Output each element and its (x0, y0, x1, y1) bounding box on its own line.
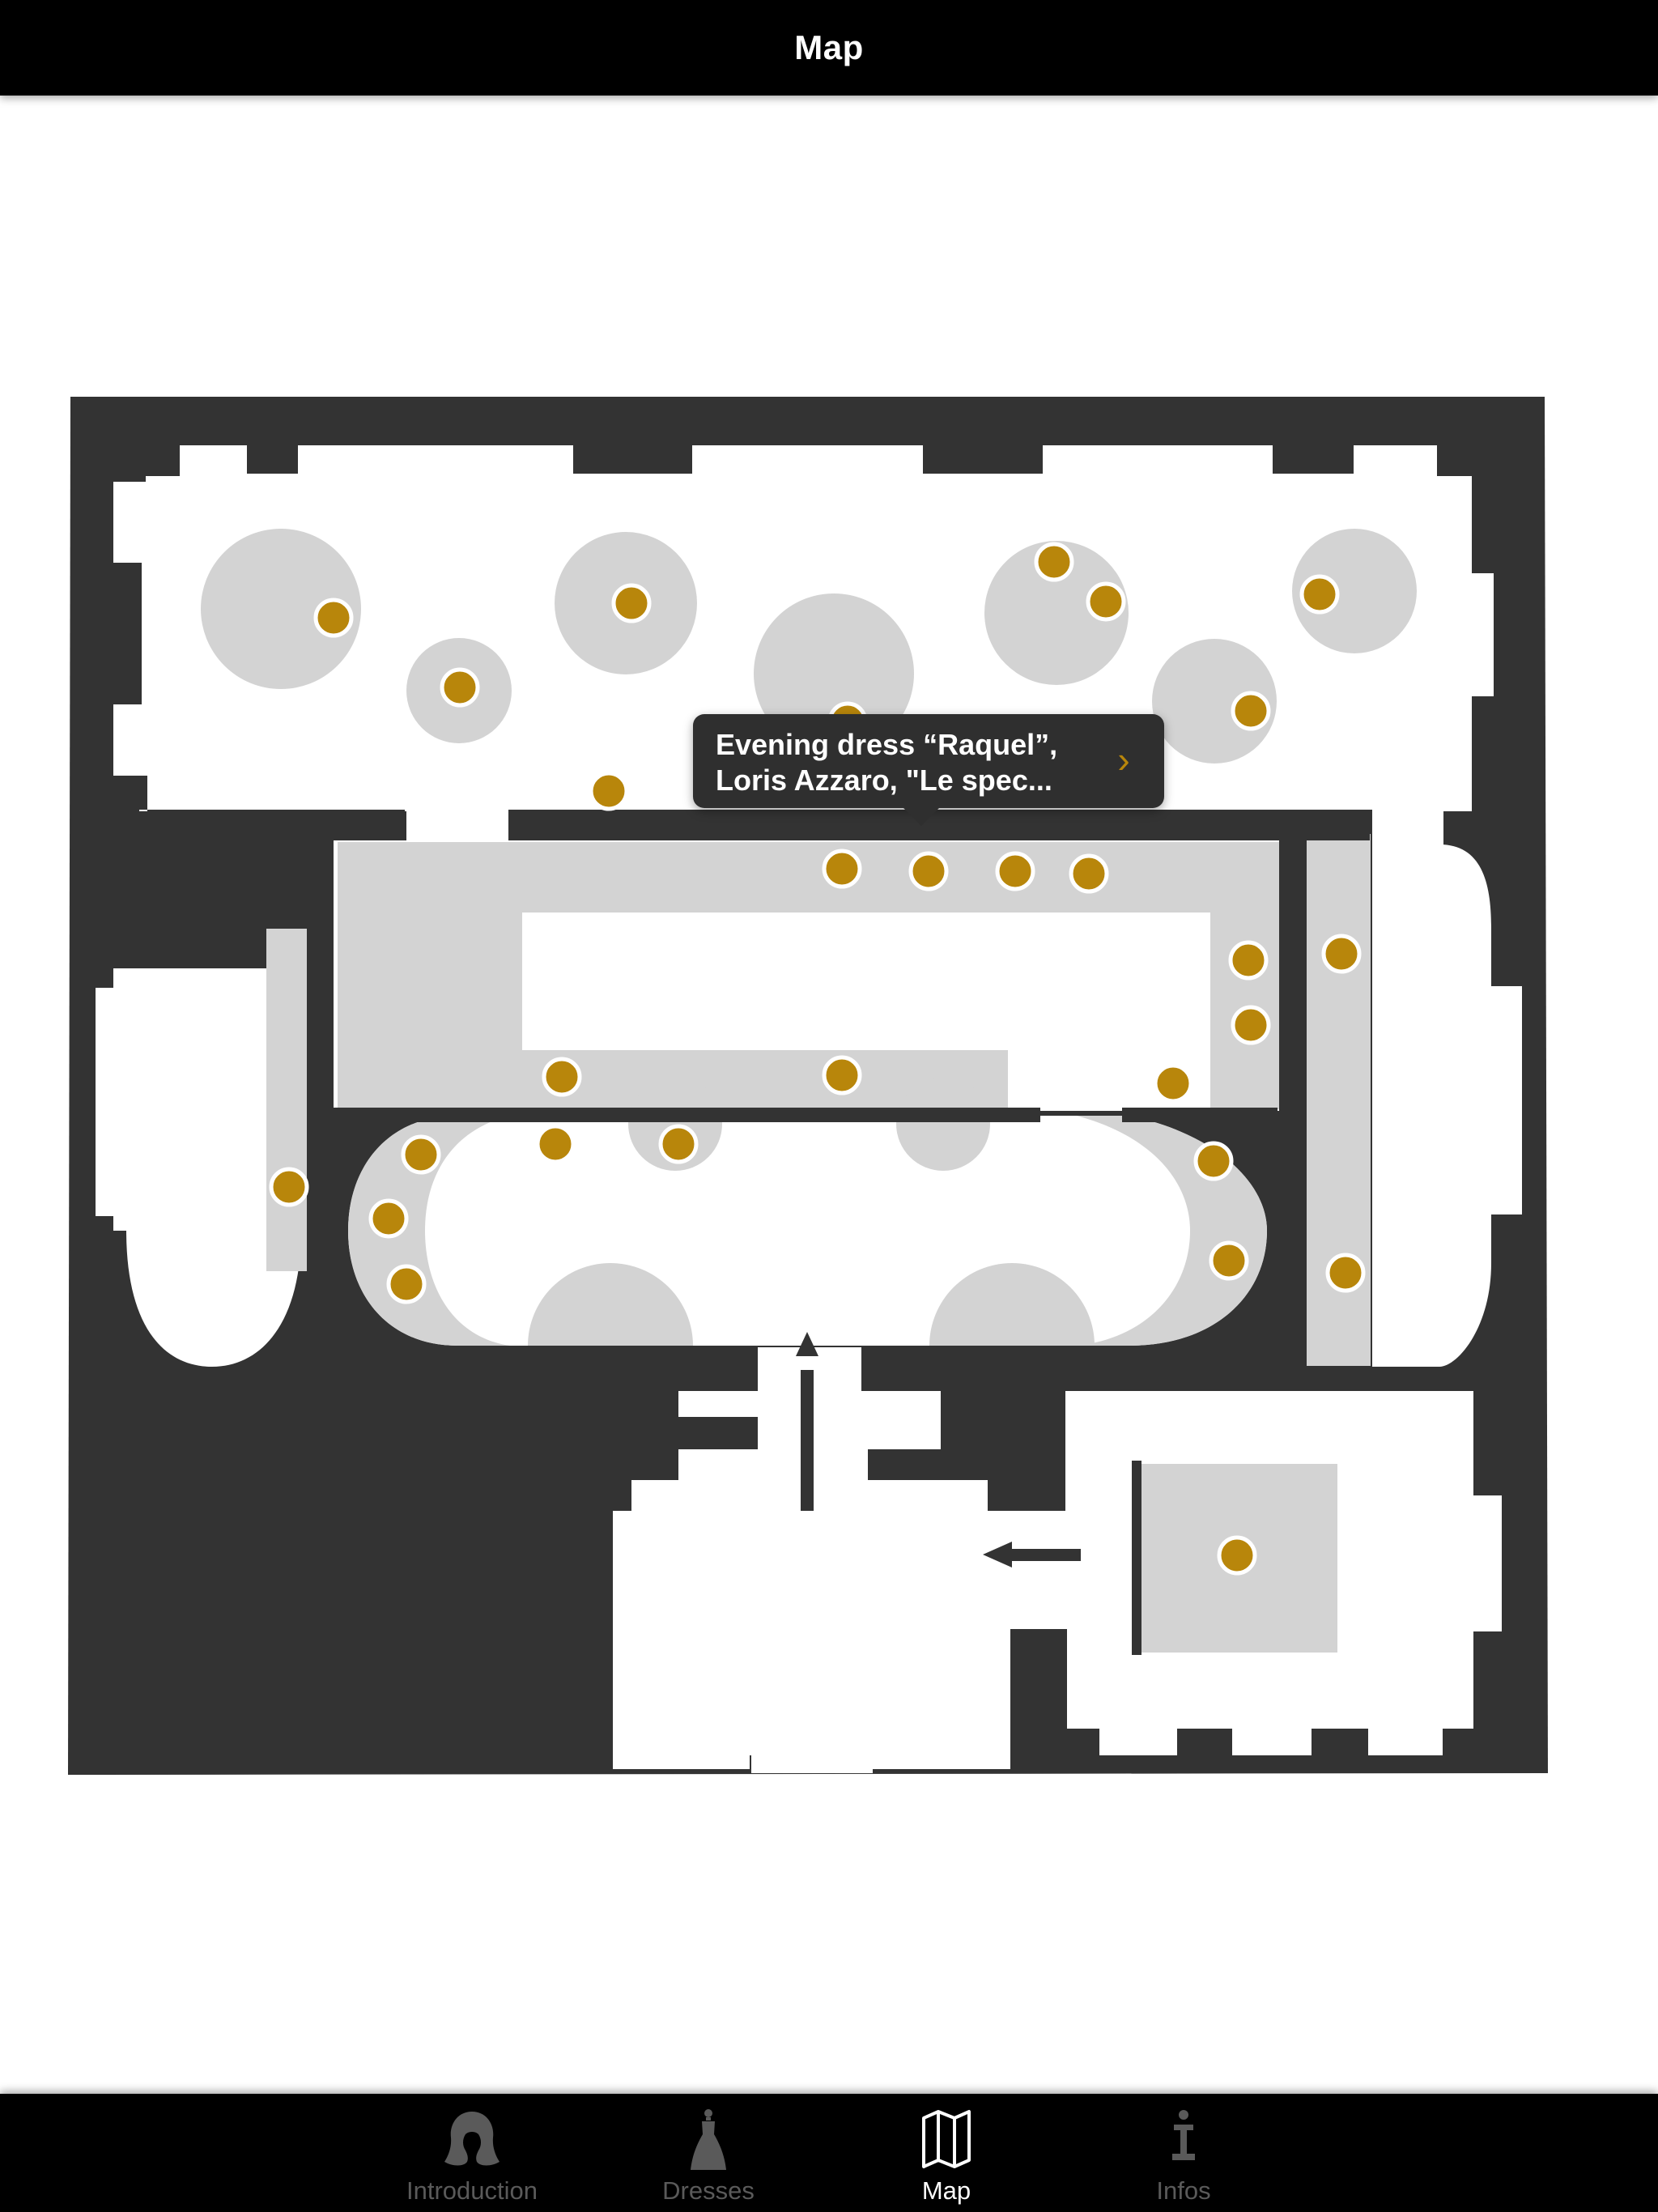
interior-walls (248, 811, 1370, 1655)
exhibit-pins[interactable] (269, 542, 1366, 1576)
exhibit-callout[interactable]: Evening dress “Raquel”, Loris Azzaro, "L… (693, 714, 1164, 826)
exhibit-pin[interactable] (1228, 940, 1269, 981)
exhibit-pin[interactable] (535, 1124, 576, 1164)
exhibit-pin[interactable] (368, 1198, 409, 1239)
exhibit-pin[interactable] (822, 849, 862, 889)
exhibit-pin[interactable] (1153, 1063, 1193, 1104)
exhibit-pin[interactable] (313, 598, 354, 638)
museum-floor-map[interactable] (0, 96, 1658, 2094)
exhibit-pin[interactable] (1231, 691, 1271, 731)
direction-arrows (796, 1332, 1081, 1568)
tab-label: Infos (1156, 2176, 1211, 2205)
tab-label: Introduction (406, 2176, 538, 2205)
exhibit-pin[interactable] (440, 667, 480, 708)
exhibit-pin[interactable] (1034, 542, 1074, 582)
dress-icon (691, 2109, 726, 2170)
navigation-bar: Map (0, 0, 1658, 96)
tab-dresses[interactable]: Dresses (603, 2094, 814, 2212)
exhibit-pin[interactable] (401, 1134, 441, 1175)
exhibit-pin[interactable] (589, 771, 629, 811)
tab-bar: Introduction Dresses Map Infos (0, 2094, 1658, 2212)
tab-infos[interactable]: Infos (1078, 2094, 1289, 2212)
exhibit-pin[interactable] (1321, 934, 1362, 974)
exhibit-pin[interactable] (1217, 1535, 1257, 1576)
callout-title: Evening dress “Raquel”, Loris Azzaro, "L… (716, 728, 1058, 797)
exhibit-pin[interactable] (1299, 574, 1340, 615)
introduction-icon (444, 2112, 500, 2166)
exhibit-pin[interactable] (1209, 1240, 1249, 1281)
floor-plan (68, 397, 1548, 1775)
exhibit-pin[interactable] (822, 1055, 862, 1095)
exhibit-pin[interactable] (1086, 581, 1126, 622)
tab-map[interactable]: Map (841, 2094, 1052, 2212)
exhibit-pin[interactable] (1325, 1253, 1366, 1293)
map-icon (922, 2110, 971, 2168)
exhibit-pin[interactable] (908, 851, 949, 891)
exhibit-pin[interactable] (995, 851, 1035, 891)
exhibit-pin[interactable] (269, 1167, 309, 1207)
exhibit-pin[interactable] (1231, 1005, 1271, 1045)
exhibit-pin[interactable] (611, 583, 652, 623)
exhibit-pin[interactable] (1193, 1141, 1234, 1181)
exhibit-pin[interactable] (1069, 853, 1109, 894)
exhibit-pin[interactable] (542, 1057, 582, 1097)
exhibit-pin[interactable] (386, 1264, 427, 1304)
exhibit-pin[interactable] (658, 1124, 699, 1164)
info-icon (1172, 2110, 1195, 2160)
chevron-right-icon[interactable]: › (1117, 738, 1130, 781)
page-title: Map (794, 28, 864, 66)
tab-introduction[interactable]: Introduction (367, 2094, 577, 2212)
tab-label: Map (921, 2176, 971, 2205)
tab-label: Dresses (662, 2176, 755, 2205)
